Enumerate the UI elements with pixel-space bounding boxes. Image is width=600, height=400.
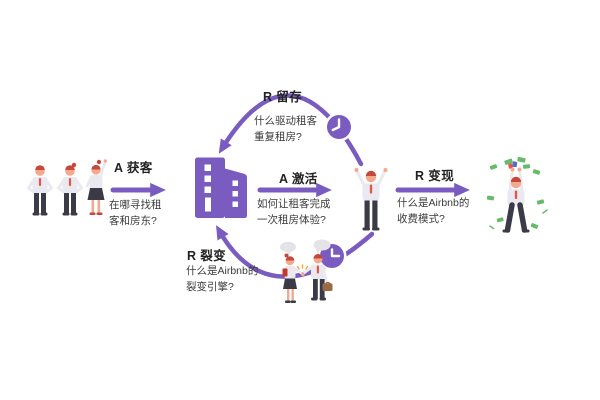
retention-stage-label: R 留存	[263, 90, 303, 104]
speech-bubble-icon	[280, 239, 331, 256]
retention-clock-icon	[324, 112, 354, 142]
activation-question: 如何让租客完成 一次租房体验?	[257, 198, 331, 226]
revenue-question: 什么是Airbnb的 收费模式?	[397, 197, 470, 225]
acquisition-question: 在哪寻找租 客和房东?	[109, 199, 162, 227]
retention-question: 什么驱动租客 重复租房?	[254, 115, 317, 143]
referral-question: 什么是Airbnb的 裂变引擎?	[186, 265, 259, 293]
money-bills-icon	[486, 156, 548, 230]
referral-stage-label: R 裂变	[187, 249, 227, 263]
cheering-person-illustration	[354, 168, 388, 231]
acquisition-stage-label: A 获客	[114, 161, 153, 175]
revenue-stage-label: R 变现	[415, 169, 455, 183]
activation-stage-label: A 激活	[279, 172, 318, 186]
handshake-illustration	[280, 239, 333, 303]
money-person-illustration	[486, 156, 548, 233]
building-icon	[195, 157, 247, 218]
team-illustration	[26, 159, 108, 216]
